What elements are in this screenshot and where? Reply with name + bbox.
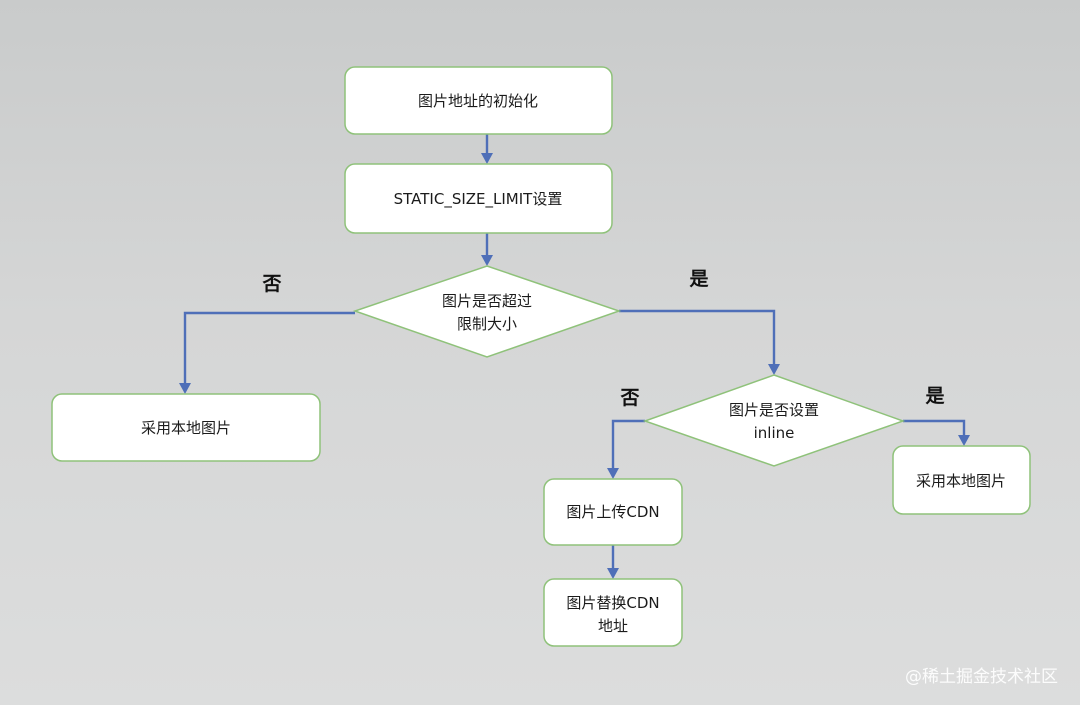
node-size-check-line2: 限制大小 <box>457 315 517 333</box>
arrowhead-sizecheck-yes <box>768 364 780 375</box>
arrowhead-sizecheck-no <box>179 383 191 394</box>
node-local-right-box <box>892 445 1031 515</box>
node-upload-cdn-box <box>543 478 683 546</box>
node-upload-cdn: 图片上传CDN <box>543 478 683 546</box>
edge-inlinecheck-yes <box>903 419 966 436</box>
node-local-right-label: 采用本地图片 <box>916 472 1006 490</box>
node-init: 图片地址的初始化 <box>344 66 613 135</box>
edge-label-size-yes: 是 <box>689 268 708 290</box>
arrowhead-upload-to-replace <box>607 568 619 579</box>
node-inline-check: 图片是否设置 inline <box>642 374 906 467</box>
node-limit-setting: STATIC_SIZE_LIMIT设置 <box>344 163 613 234</box>
arrowhead-inlinecheck-yes <box>958 435 970 446</box>
node-local-left: 采用本地图片 <box>51 393 321 462</box>
node-inline-check-line2: inline <box>754 424 795 442</box>
arrowhead-init-to-limit <box>481 153 493 164</box>
arrowhead-inlinecheck-no <box>607 468 619 479</box>
node-replace-cdn-line2: 地址 <box>598 617 628 635</box>
node-upload-cdn-label: 图片上传CDN <box>566 503 659 521</box>
arrowhead-limit-to-sizecheck <box>481 255 493 266</box>
edges <box>179 134 970 579</box>
node-replace-cdn: 图片替换CDN 地址 <box>543 578 683 647</box>
edge-label-size-no: 否 <box>261 273 281 295</box>
edge-sizecheck-yes <box>619 309 776 365</box>
node-size-check: 图片是否超过 限制大小 <box>352 265 622 358</box>
node-limit-setting-label: STATIC_SIZE_LIMIT设置 <box>394 190 563 209</box>
edge-label-inline-no: 否 <box>619 387 639 409</box>
node-init-box <box>344 66 613 135</box>
edge-inlinecheck-no <box>611 419 645 469</box>
edge-label-inline-yes: 是 <box>925 385 944 407</box>
node-inline-check-line1: 图片是否设置 <box>729 401 819 419</box>
node-replace-cdn-line1: 图片替换CDN <box>566 594 659 612</box>
node-replace-cdn-box <box>543 578 683 647</box>
watermark-text: @稀土掘金技术社区 <box>905 667 1058 687</box>
node-local-left-box <box>51 393 321 462</box>
node-local-left-label: 采用本地图片 <box>141 419 231 437</box>
node-size-check-diamond <box>352 265 622 358</box>
edge-sizecheck-no <box>183 311 355 384</box>
node-limit-setting-box <box>344 163 613 234</box>
node-local-right: 采用本地图片 <box>892 445 1031 515</box>
node-init-label: 图片地址的初始化 <box>418 92 538 110</box>
node-size-check-line1: 图片是否超过 <box>442 292 532 310</box>
node-inline-check-diamond <box>642 374 906 467</box>
